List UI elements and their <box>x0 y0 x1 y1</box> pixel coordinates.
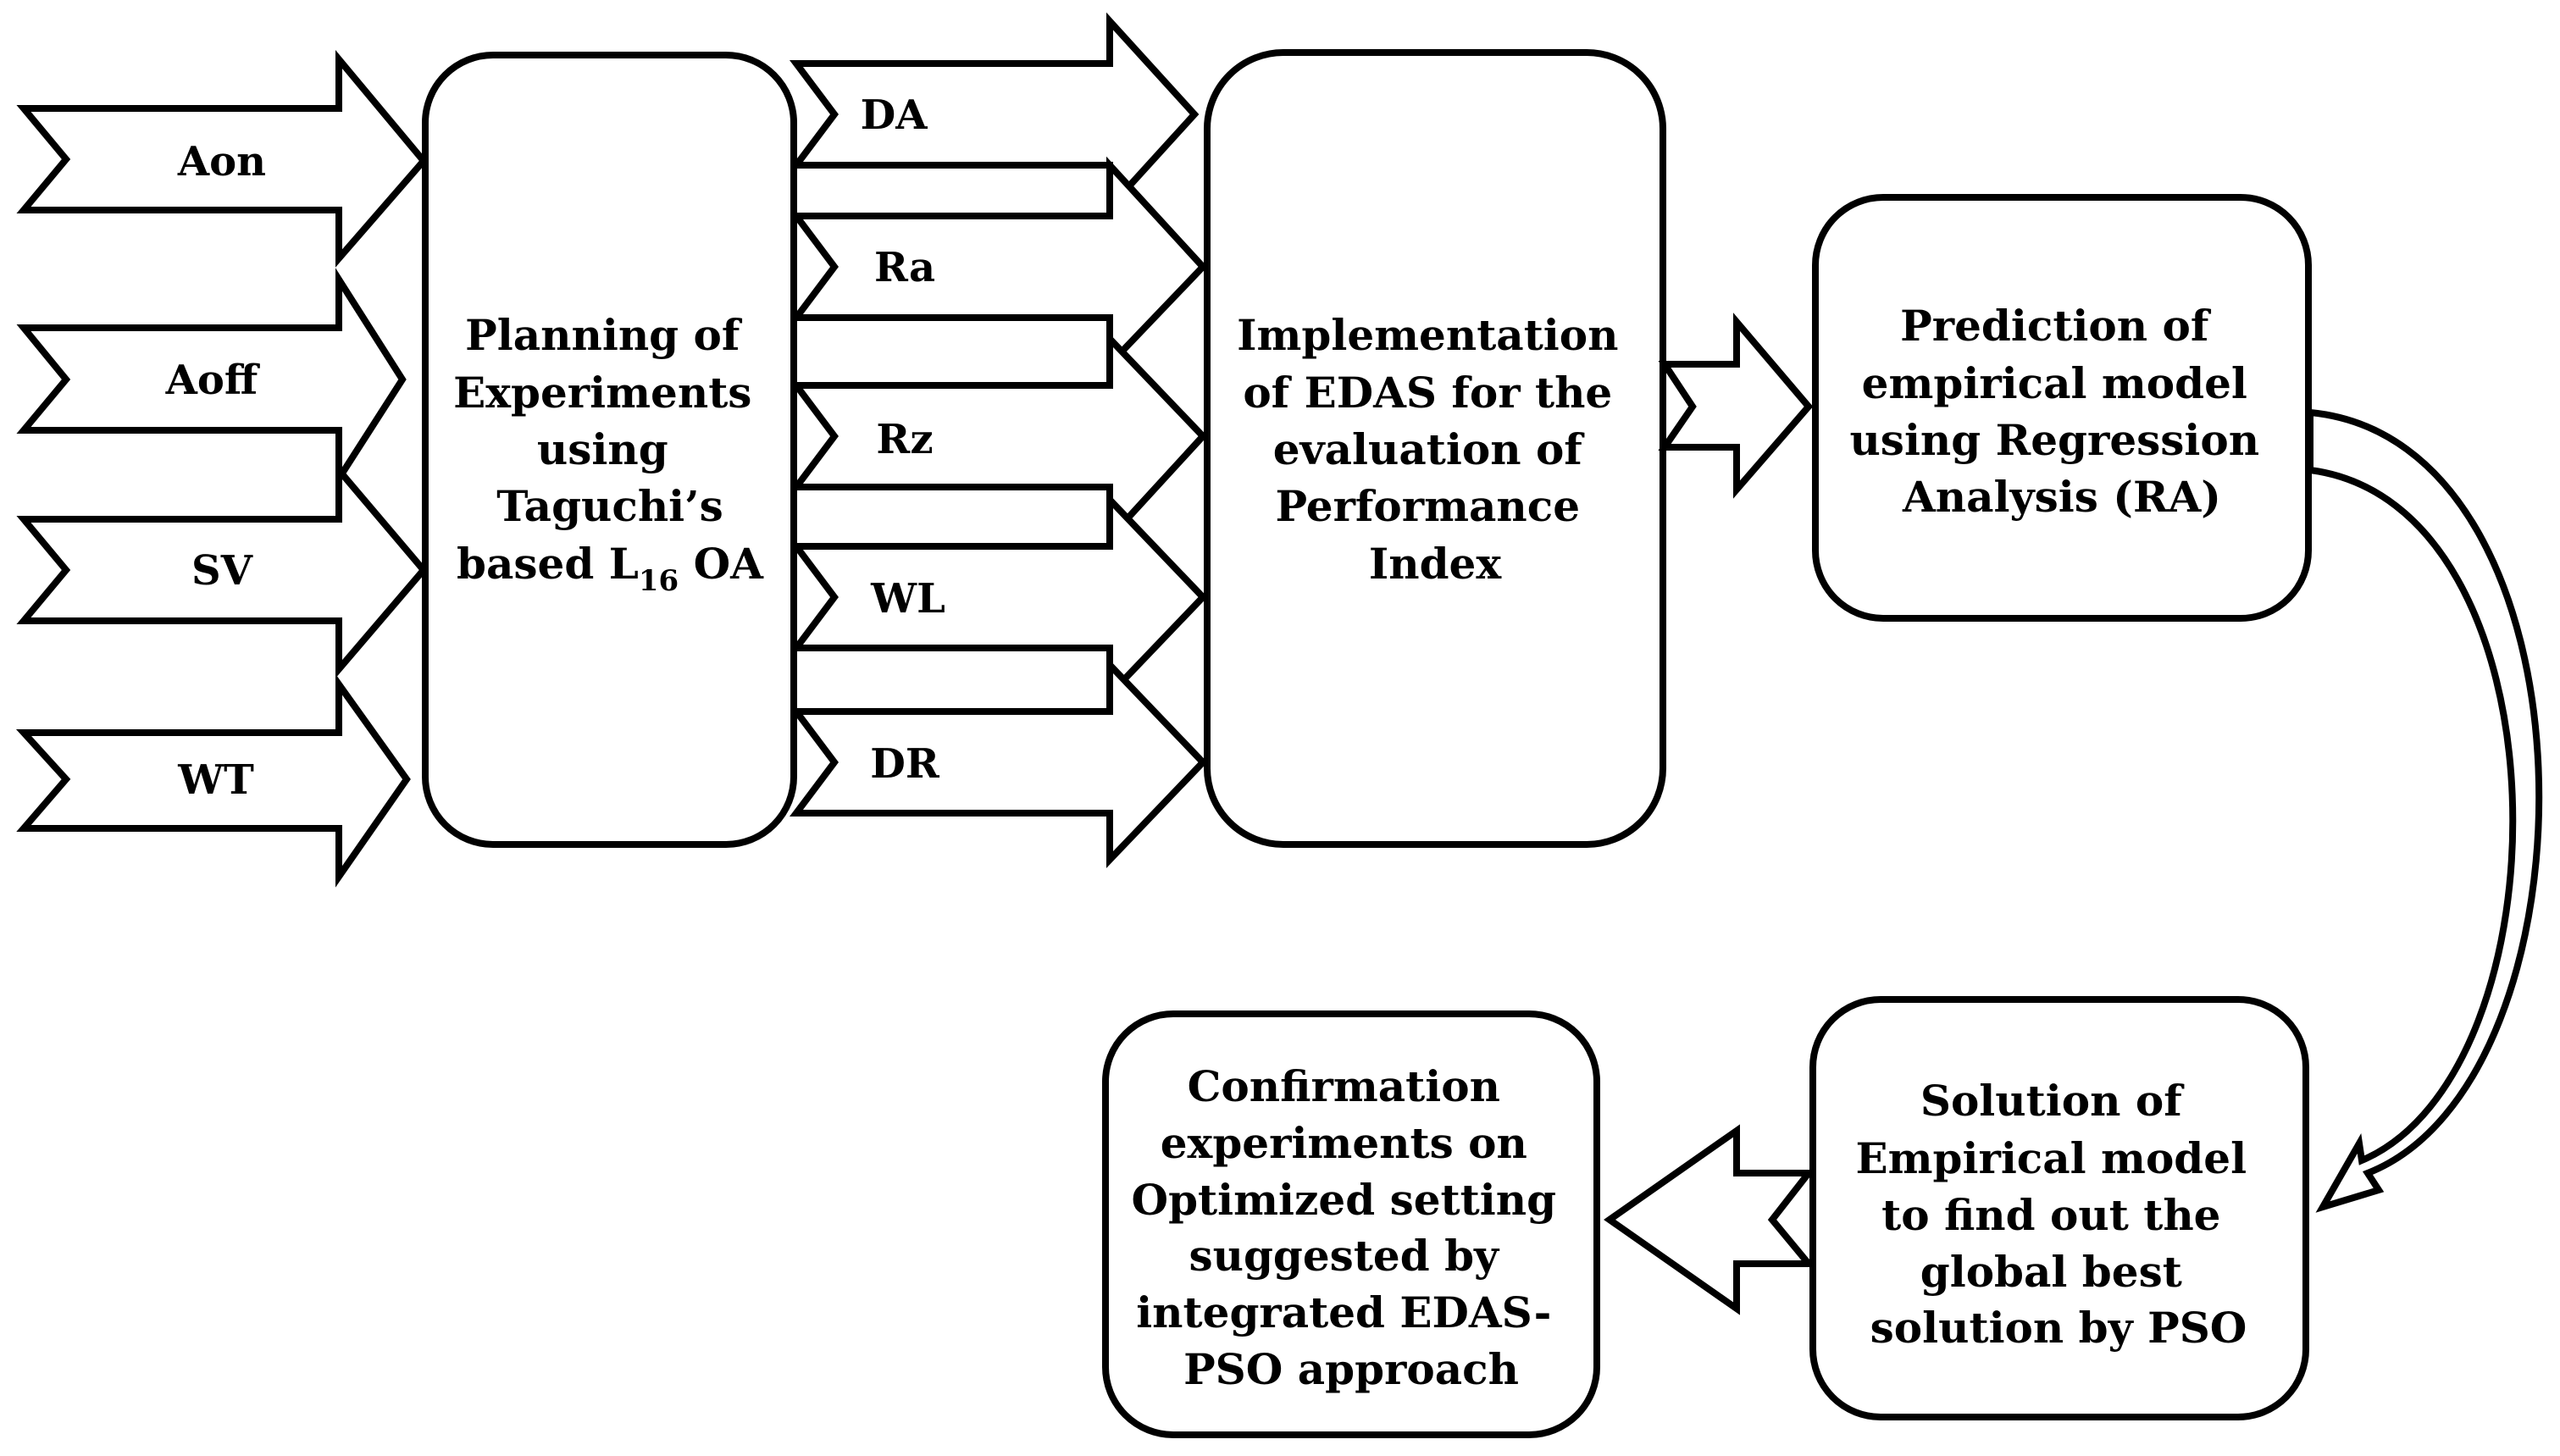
edas-line-1: Implementation <box>1237 310 1618 360</box>
svg-text:Prediction of empirical: Prediction of empirical model using Regr… <box>1849 301 2274 522</box>
solution-line-2: Empirical model <box>1856 1133 2247 1183</box>
response-label-wl: WL <box>870 575 945 623</box>
response-label-da: DA <box>861 91 928 139</box>
planning-line-3: using <box>537 424 668 474</box>
solution-box: Solution of Empirical model to find out … <box>1809 996 2309 1420</box>
confirmation-line-6: PSO approach <box>1183 1344 1519 1394</box>
input-label-wt: WT <box>177 756 254 804</box>
confirmation-line-3: Optimized setting <box>1132 1175 1557 1225</box>
prediction-line-1: Prediction of <box>1900 301 2212 351</box>
svg-text:Solution of Empirical mo: Solution of Empirical model to find out … <box>1856 1076 2262 1353</box>
svg-text:Planning of Experiments: Planning of Experiments using Taguchi’s <box>453 310 767 531</box>
prediction-line-3: using Regression <box>1849 415 2259 465</box>
edas-line-5: Index <box>1369 539 1503 589</box>
planning-line-2: Experiments <box>453 368 751 418</box>
solution-line-3: to find out the <box>1881 1190 2220 1240</box>
planning-box: Planning of Experiments using Taguchi’s … <box>422 52 797 848</box>
edas-line-4: Performance <box>1276 481 1581 531</box>
solution-line-5: solution by PSO <box>1870 1303 2247 1353</box>
confirmation-line-1: Confirmation <box>1188 1061 1500 1111</box>
planning-line-4: Taguchi’s <box>496 481 723 531</box>
arrow-edas-to-prediction <box>1658 313 1814 499</box>
response-arrow-ra: Ra <box>790 156 1208 373</box>
svg-text:Implementation of EDAS f: Implementation of EDAS for the evaluatio… <box>1237 310 1633 589</box>
prediction-line-4: Analysis (RA) <box>1902 472 2221 522</box>
prediction-box: Prediction of empirical model using Regr… <box>1812 194 2312 622</box>
arrow-solution-to-confirmation <box>1604 1124 1816 1315</box>
confirmation-line-2: experiments on <box>1161 1118 1527 1168</box>
solution-line-1: Solution of <box>1920 1076 2185 1126</box>
input-arrow-aon: Aon <box>16 49 429 268</box>
planning-line-5-subscript: 16 <box>639 564 679 598</box>
response-label-rz: Rz <box>876 416 933 463</box>
confirmation-box: Confirmation experiments on Optimized se… <box>1102 1010 1600 1438</box>
input-arrow-aoff: Aoff <box>16 268 407 490</box>
input-label-aon: Aon <box>177 138 266 185</box>
planning-line-1: Planning of <box>465 310 743 360</box>
input-label-aoff: Aoff <box>165 357 260 404</box>
response-label-ra: Ra <box>874 244 935 291</box>
prediction-line-2: empirical model <box>1862 358 2247 408</box>
solution-line-4: global best <box>1920 1247 2182 1297</box>
response-arrow-wl: WL <box>790 491 1208 703</box>
confirmation-line-4: suggested by <box>1189 1231 1500 1281</box>
edas-line-2: of EDAS for the <box>1243 368 1612 418</box>
response-arrow-dr: DR <box>790 656 1208 868</box>
input-arrow-sv: SV <box>16 461 429 678</box>
planning-line-5-prefix: based L <box>457 539 639 589</box>
edas-line-3: evaluation of <box>1273 424 1586 474</box>
response-arrow-da: DA <box>790 12 1200 217</box>
curved-arrow-prediction-to-solution <box>2307 408 2543 1213</box>
response-label-dr: DR <box>870 740 940 788</box>
confirmation-line-5: integrated EDAS- <box>1136 1287 1551 1337</box>
edas-box: Implementation of EDAS for the evaluatio… <box>1204 49 1666 848</box>
input-arrow-wt: WT <box>15 673 411 888</box>
planning-line-5-suffix: OA <box>679 539 764 589</box>
input-label-sv: SV <box>191 547 253 595</box>
svg-text:based L16 OA: based L16 OA <box>457 539 764 598</box>
svg-text:Confirmation experiments: Confirmation experiments on Optimized se… <box>1132 1061 1571 1394</box>
response-arrow-rz: Rz <box>790 330 1208 547</box>
